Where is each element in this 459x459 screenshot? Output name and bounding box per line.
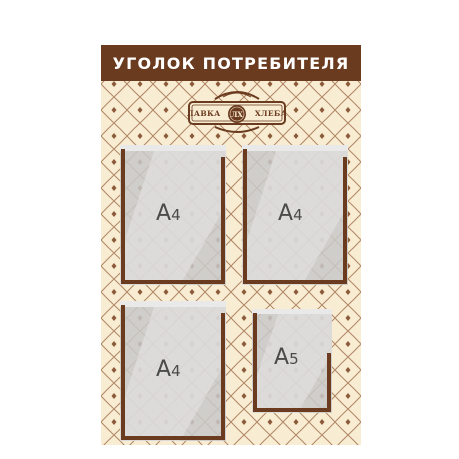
pocket-frame bbox=[242, 145, 348, 285]
pocket-format-label: A4 bbox=[278, 201, 303, 226]
pocket-a4-top-right[interactable]: A4 bbox=[242, 145, 348, 285]
board-title: УГОЛОК ПОТРЕБИТЕЛЯ bbox=[112, 53, 350, 73]
pocket-frame bbox=[120, 145, 226, 285]
pocket-a5-bottom-right[interactable]: A5 bbox=[252, 309, 332, 413]
logo-frame-icon bbox=[188, 91, 286, 133]
pocket-frame bbox=[120, 301, 226, 441]
logo-right-word: ХЛЕБА bbox=[254, 109, 287, 118]
header-banner: УГОЛОК ПОТРЕБИТЕЛЯ bbox=[101, 45, 361, 81]
pocket-a4-top-left[interactable]: A4 bbox=[120, 145, 226, 285]
logo-monogram: ЛХ bbox=[231, 109, 243, 119]
pocket-format-label: A4 bbox=[156, 201, 181, 226]
pocket-format-label: A5 bbox=[274, 345, 299, 370]
pocket-frame bbox=[252, 309, 332, 413]
lavka-khleba-logo: ЛАВКА ЛХ ХЛЕБА bbox=[185, 85, 289, 137]
pocket-a4-bottom-left[interactable]: A4 bbox=[120, 301, 226, 441]
consumer-corner-board: УГОЛОК ПОТРЕБИТЕЛЯ ЛАВКА ЛХ ХЛЕБА A4 bbox=[101, 45, 361, 445]
logo-left-word: ЛАВКА bbox=[187, 109, 221, 118]
pocket-format-label: A4 bbox=[156, 357, 181, 382]
